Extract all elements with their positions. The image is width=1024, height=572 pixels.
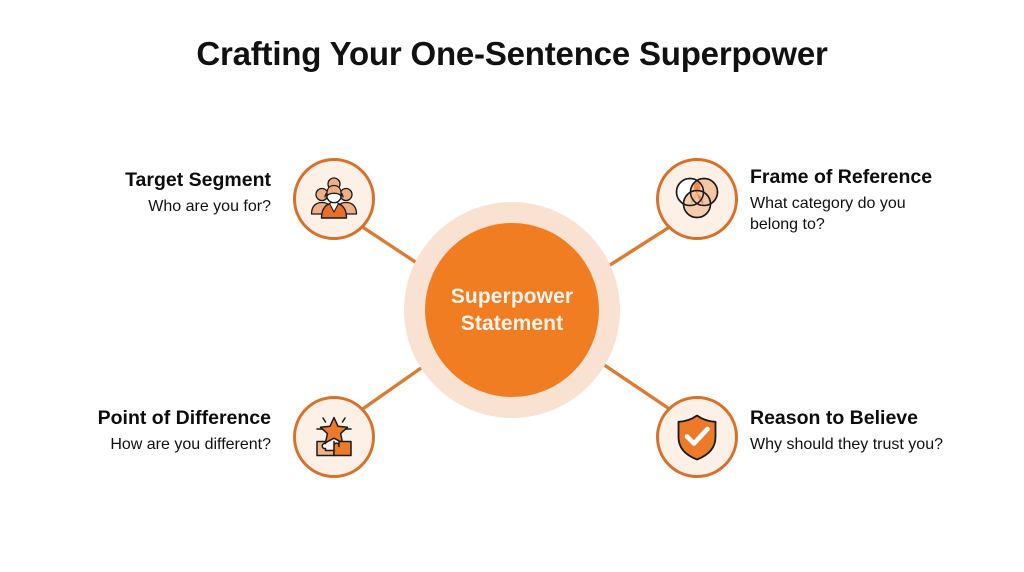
venn-diagram-icon — [671, 173, 723, 225]
node-target-segment[interactable] — [293, 158, 375, 240]
node-text-target-segment: Target Segment Who are you for? — [0, 168, 290, 217]
node-subtitle-frame-of-reference: What category do you belong to? — [750, 193, 1010, 235]
node-text-reason-to-believe: Reason to Believe Why should they trust … — [750, 406, 1020, 455]
node-subtitle-point-of-difference: How are you different? — [110, 436, 271, 453]
node-point-of-difference[interactable] — [293, 396, 375, 478]
hub-label-line1: Superpower — [450, 285, 574, 308]
puzzle-star-icon — [308, 411, 360, 463]
hub-label: Superpower Statement — [451, 283, 573, 337]
node-title-frame-of-reference: Frame of Reference — [750, 166, 933, 188]
hub-label-line2: Statement — [460, 312, 564, 335]
node-subtitle-target-segment: Who are you for? — [148, 198, 271, 215]
node-title-reason-to-believe: Reason to Believe — [750, 407, 918, 429]
shield-check-icon — [672, 411, 722, 463]
node-text-frame-of-reference: Frame of Reference What category do you … — [750, 165, 1010, 235]
node-frame-of-reference[interactable] — [656, 158, 738, 240]
people-group-icon — [308, 173, 360, 225]
node-text-point-of-difference: Point of Difference How are you differen… — [0, 406, 290, 455]
node-subtitle-line1: What category do you — [750, 195, 906, 212]
node-title-point-of-difference: Point of Difference — [97, 407, 271, 429]
page-title: Crafting Your One-Sentence Superpower — [196, 35, 828, 72]
hub-superpower-statement[interactable]: Superpower Statement — [425, 223, 599, 397]
node-subtitle-line2: belong to? — [750, 216, 825, 233]
node-subtitle-reason-to-believe: Why should they trust you? — [750, 436, 943, 453]
node-reason-to-believe[interactable] — [656, 396, 738, 478]
node-title-target-segment: Target Segment — [125, 169, 271, 191]
